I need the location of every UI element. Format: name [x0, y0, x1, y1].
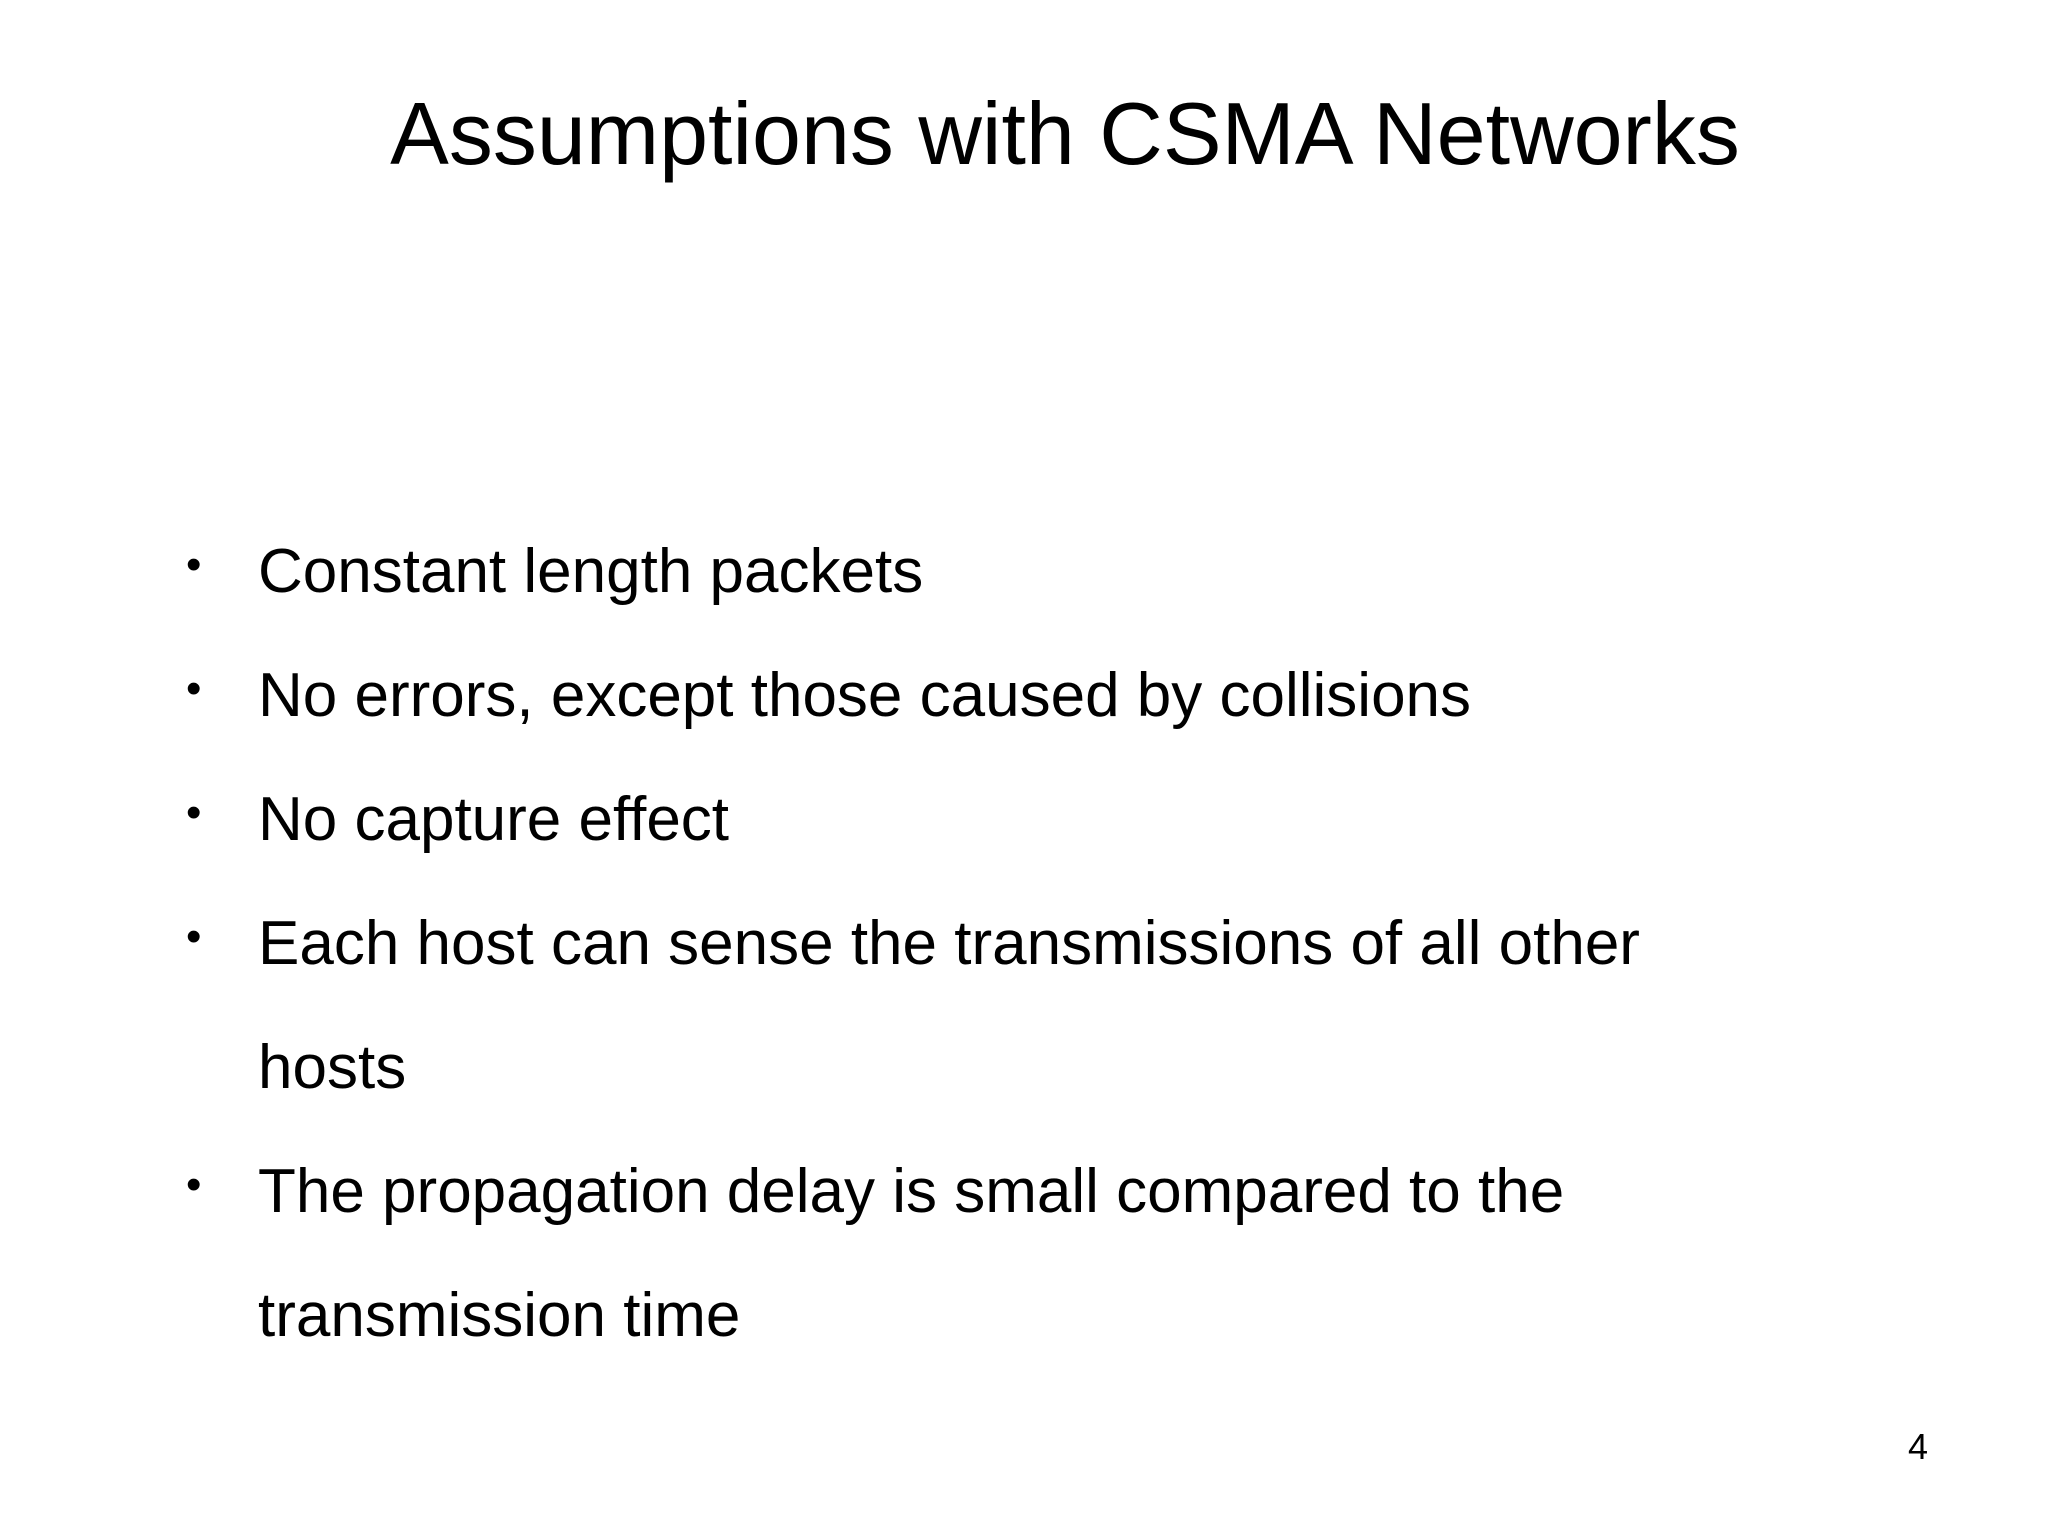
bullet-icon: •	[186, 1160, 202, 1209]
page-number: 4	[1908, 1426, 1929, 1467]
bullet-icon: •	[186, 912, 202, 961]
bullet-list: • Constant length packets • No errors, e…	[186, 510, 2026, 1378]
bullet-text: Constant length packets	[258, 537, 924, 606]
bullet-item: • No errors, except those caused by coll…	[186, 634, 2026, 758]
bullet-item: • No capture effect	[186, 758, 2026, 882]
bullet-text: Each host can sense the transmissions of…	[258, 909, 1640, 1102]
bullet-item: • The propagation delay is small compare…	[186, 1130, 2026, 1378]
slide-title: Assumptions with CSMA Networks	[390, 84, 1740, 183]
bullet-item: • Each host can sense the transmissions …	[186, 882, 2026, 1130]
bullet-icon: •	[186, 540, 202, 589]
bullet-text: No capture effect	[258, 785, 730, 854]
bullet-item: • Constant length packets	[186, 510, 2026, 634]
bullet-text: No errors, except those caused by collis…	[258, 661, 1472, 730]
bullet-icon: •	[186, 664, 202, 713]
bullet-icon: •	[186, 788, 202, 837]
bullet-text: The propagation delay is small compared …	[258, 1157, 1565, 1350]
